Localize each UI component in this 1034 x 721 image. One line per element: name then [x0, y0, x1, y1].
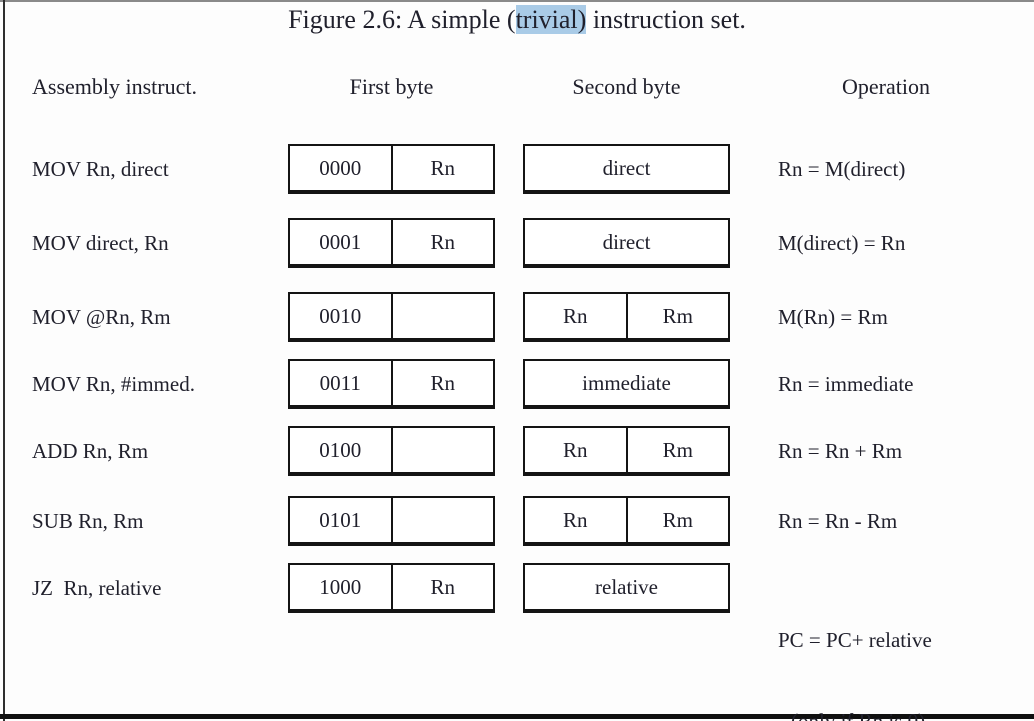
- operation-label: M(direct) = Rn: [778, 231, 906, 255]
- instruction-row: MOV Rn, direct 0000 Rn direct Rn = M(dir…: [0, 144, 1034, 194]
- page-border-left: [3, 0, 5, 721]
- operation-label: Rn = Rn - Rm: [778, 509, 898, 533]
- assembly-instruction-label: SUB Rn, Rm: [32, 509, 144, 533]
- register-cell: Rn: [390, 146, 494, 190]
- figure-caption: Figure 2.6: A simple (trivial) instructi…: [0, 5, 1034, 35]
- operation-label: Rn = M(direct): [778, 157, 906, 181]
- first-byte-box: 1000 Rn: [288, 563, 495, 613]
- opcode-cell: 1000: [319, 574, 362, 599]
- column-header-operation: Operation: [842, 74, 930, 99]
- assembly-instruction-label: MOV direct, Rn: [32, 231, 169, 255]
- operand-cell: relative: [595, 574, 658, 599]
- second-byte-box: Rn Rm: [523, 292, 730, 342]
- register-cell: [390, 498, 494, 542]
- operand-cell: direct: [602, 155, 651, 180]
- second-byte-box: relative: [523, 563, 730, 613]
- caption-text-before-highlight: Figure 2.6: A simple (: [288, 5, 516, 34]
- operand-cell: Rn: [562, 437, 588, 462]
- second-byte-box: direct: [523, 144, 730, 194]
- second-byte-box: direct: [523, 218, 730, 268]
- register-cell: Rn: [390, 361, 494, 405]
- register-cell: [390, 428, 494, 472]
- opcode-cell: 0011: [319, 370, 361, 395]
- column-header-second-byte: Second byte: [572, 74, 681, 99]
- operand-cell: Rm: [625, 294, 729, 338]
- instruction-row: MOV Rn, #immed. 0011 Rn immediate Rn = i…: [0, 359, 1034, 409]
- first-byte-box: 0100: [288, 426, 495, 476]
- assembly-instruction-label: ADD Rn, Rm: [32, 439, 149, 463]
- first-byte-box: 0011 Rn: [288, 359, 495, 409]
- assembly-instruction-label: MOV Rn, #immed.: [32, 372, 195, 396]
- second-byte-box: Rn Rm: [523, 496, 730, 546]
- second-byte-box: Rn Rm: [523, 426, 730, 476]
- assembly-instruction-label: JZ Rn, relative: [32, 576, 162, 600]
- second-byte-box: immediate: [523, 359, 730, 409]
- column-header-assembly: Assembly instruct.: [32, 74, 197, 99]
- operand-cell: direct: [602, 229, 651, 254]
- operation-line: PC = PC+ relative: [778, 628, 932, 652]
- operand-cell: immediate: [582, 370, 671, 395]
- register-cell: Rn: [390, 220, 494, 264]
- caption-highlighted-text: trivial): [515, 5, 587, 34]
- register-cell: [390, 294, 494, 338]
- opcode-cell: 0000: [319, 155, 362, 180]
- first-byte-box: 0101: [288, 496, 495, 546]
- page-border-bottom: [0, 714, 1034, 719]
- assembly-instruction-label: MOV Rn, direct: [32, 157, 169, 181]
- operation-condition-note: (only if Rn is 0): [791, 709, 926, 721]
- opcode-cell: 0100: [319, 437, 362, 462]
- operand-cell: Rm: [625, 428, 729, 472]
- page-border-top: [0, 0, 1034, 2]
- operation-label: Rn = Rn + Rm: [778, 439, 903, 463]
- operation-label: PC = PC+ relative (only if Rn is 0): [778, 563, 932, 721]
- register-cell: Rn: [390, 565, 494, 609]
- first-byte-box: 0010: [288, 292, 495, 342]
- opcode-cell: 0101: [319, 507, 362, 532]
- operation-label: M(Rn) = Rm: [778, 305, 888, 329]
- first-byte-box: 0000 Rn: [288, 144, 495, 194]
- instruction-row: MOV direct, Rn 0001 Rn direct M(direct) …: [0, 218, 1034, 268]
- operand-cell: Rn: [562, 303, 588, 328]
- opcode-cell: 0001: [319, 229, 362, 254]
- column-header-first-byte: First byte: [349, 74, 434, 99]
- operand-cell: Rm: [625, 498, 729, 542]
- instruction-row: SUB Rn, Rm 0101 Rn Rm Rn = Rn - Rm: [0, 496, 1034, 546]
- instruction-row: JZ Rn, relative 1000 Rn relative PC = PC…: [0, 563, 1034, 721]
- assembly-instruction-label: MOV @Rn, Rm: [32, 305, 171, 329]
- instruction-row: MOV @Rn, Rm 0010 Rn Rm M(Rn) = Rm: [0, 292, 1034, 342]
- caption-text-after-highlight: instruction set.: [586, 5, 746, 34]
- first-byte-box: 0001 Rn: [288, 218, 495, 268]
- opcode-cell: 0010: [319, 303, 362, 328]
- operand-cell: Rn: [562, 507, 588, 532]
- operation-label: Rn = immediate: [778, 372, 914, 396]
- instruction-row: ADD Rn, Rm 0100 Rn Rm Rn = Rn + Rm: [0, 426, 1034, 476]
